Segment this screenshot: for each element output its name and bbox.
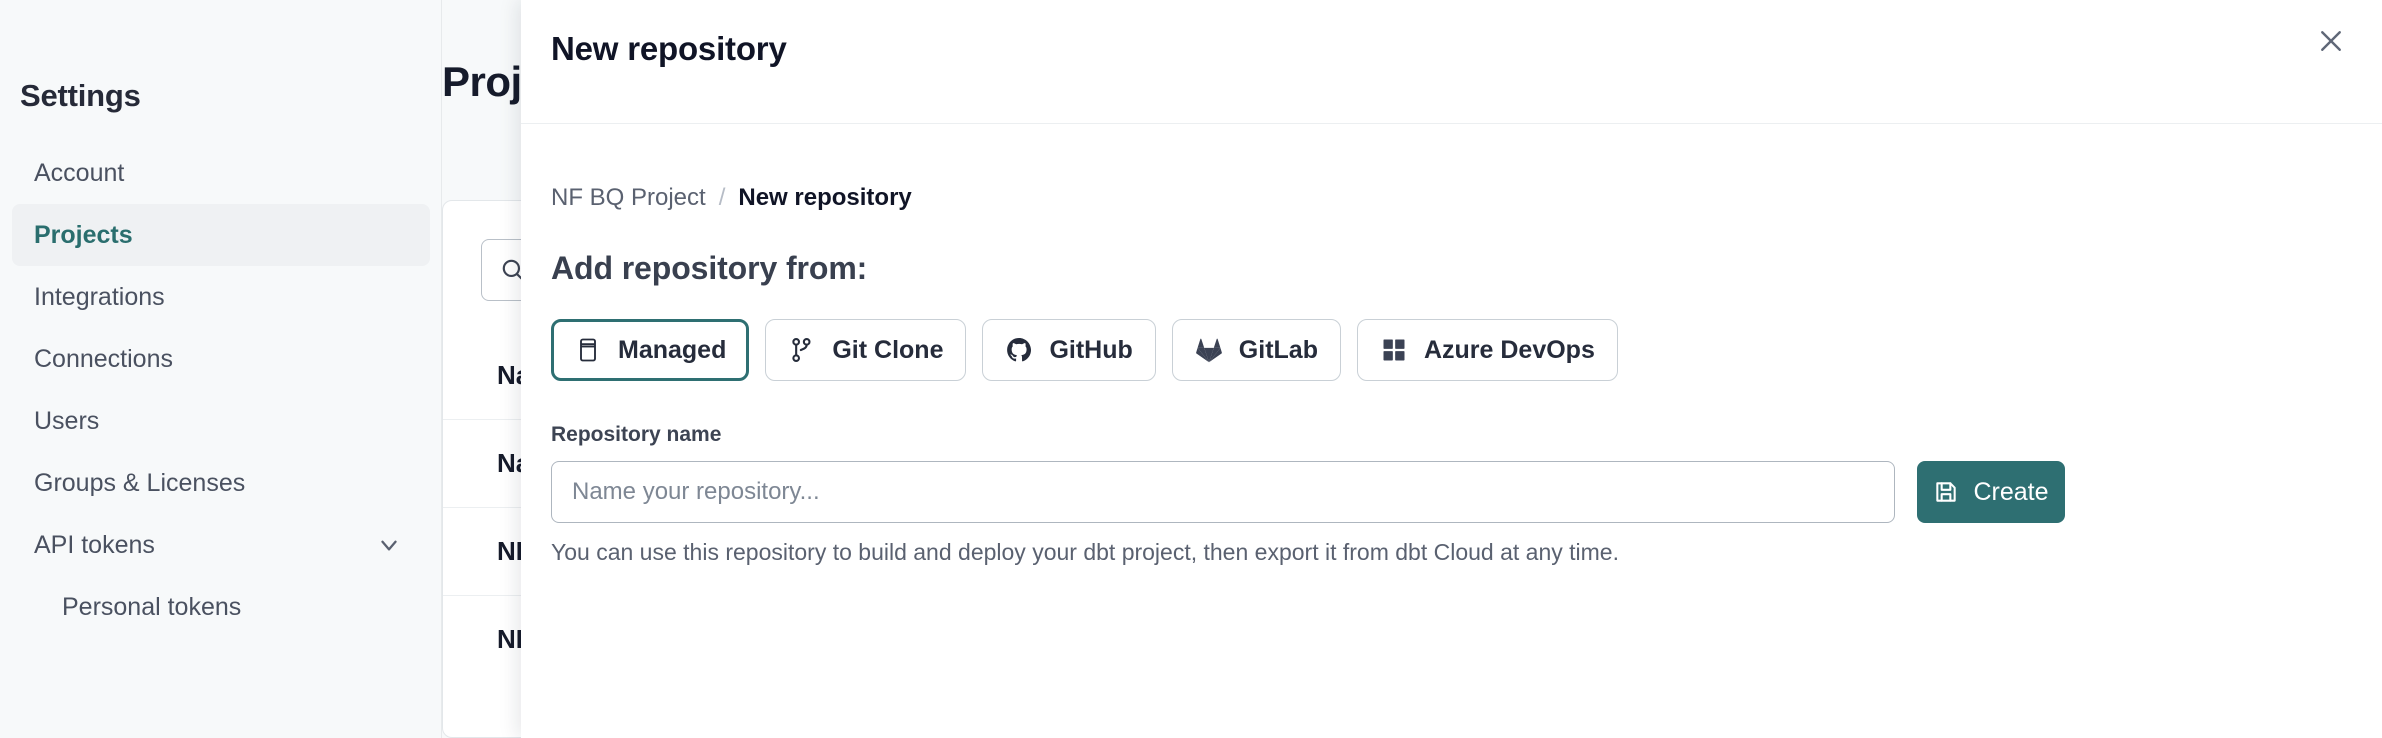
- git-branch-icon: [788, 336, 816, 364]
- repository-name-row: Create: [551, 461, 2352, 523]
- sidebar-item-label: Connections: [34, 344, 173, 373]
- repo-source-tab-label: Git Clone: [832, 335, 944, 364]
- repo-source-tab-gitlab[interactable]: GitLab: [1171, 319, 1341, 381]
- sidebar-item-users[interactable]: Users: [12, 390, 430, 452]
- breadcrumb: NF BQ Project / New repository: [551, 184, 2352, 212]
- modal-header: New repository: [521, 0, 2382, 124]
- sidebar-item-label: Personal tokens: [62, 592, 242, 621]
- repository-source-tabs: Managed Git Clone GitHub GitLab Azure DevOps: [551, 319, 2352, 381]
- sidebar-item-label: Users: [34, 406, 100, 435]
- repository-name-label: Repository name: [551, 423, 722, 446]
- sidebar-item-connections[interactable]: Connections: [12, 328, 430, 390]
- save-icon: [1933, 479, 1959, 505]
- sidebar-item-integrations[interactable]: Integrations: [12, 266, 430, 328]
- sidebar-item-account[interactable]: Account: [12, 142, 430, 204]
- modal-title: New repository: [551, 30, 787, 67]
- chevron-down-icon[interactable]: [376, 532, 402, 558]
- gitlab-icon: [1195, 336, 1223, 364]
- create-button-label: Create: [1973, 477, 2049, 506]
- breadcrumb-separator: /: [718, 184, 726, 211]
- repo-source-tab-label: Azure DevOps: [1423, 335, 1595, 364]
- repo-source-tab-github[interactable]: GitHub: [982, 319, 1156, 381]
- breadcrumb-parent-link[interactable]: NF BQ Project: [551, 184, 706, 211]
- sidebar-item-groups-licenses[interactable]: Groups & Licenses: [12, 452, 430, 514]
- repo-source-tab-label: Managed: [618, 335, 727, 364]
- sidebar-item-label: Groups & Licenses: [34, 468, 246, 497]
- create-button[interactable]: Create: [1917, 461, 2065, 523]
- repository-help-text: You can use this repository to build and…: [551, 539, 1619, 565]
- repo-source-tab-azure-devops[interactable]: Azure DevOps: [1356, 319, 1618, 381]
- sidebar-item-projects[interactable]: Projects: [12, 204, 430, 266]
- close-icon[interactable]: [2302, 12, 2360, 70]
- repo-source-tab-git-clone[interactable]: Git Clone: [765, 319, 967, 381]
- add-repository-heading: Add repository from:: [551, 250, 868, 286]
- modal-body: NF BQ Project / New repository Add repos…: [521, 184, 2382, 566]
- sidebar-item-label: Integrations: [34, 282, 165, 311]
- sidebar-title: Settings: [20, 78, 141, 113]
- repo-source-tab-managed[interactable]: Managed: [551, 319, 750, 381]
- sidebar-item-label: Projects: [34, 220, 133, 249]
- new-repository-modal: New repository NF BQ Project / New repos…: [521, 0, 2382, 738]
- github-icon: [1005, 336, 1033, 364]
- sidebar-item-label: API tokens: [34, 530, 155, 559]
- sidebar-subitem-personal-tokens[interactable]: Personal tokens: [12, 576, 430, 638]
- sidebar-item-api-tokens[interactable]: API tokens: [12, 514, 430, 576]
- repository-name-input[interactable]: [551, 461, 1895, 523]
- azure-devops-icon: [1380, 336, 1408, 364]
- repo-source-tab-label: GitLab: [1238, 335, 1318, 364]
- database-icon: [574, 336, 602, 364]
- breadcrumb-current: New repository: [738, 184, 912, 211]
- sidebar-item-label: Account: [34, 158, 125, 187]
- repo-source-tab-label: GitHub: [1049, 335, 1133, 364]
